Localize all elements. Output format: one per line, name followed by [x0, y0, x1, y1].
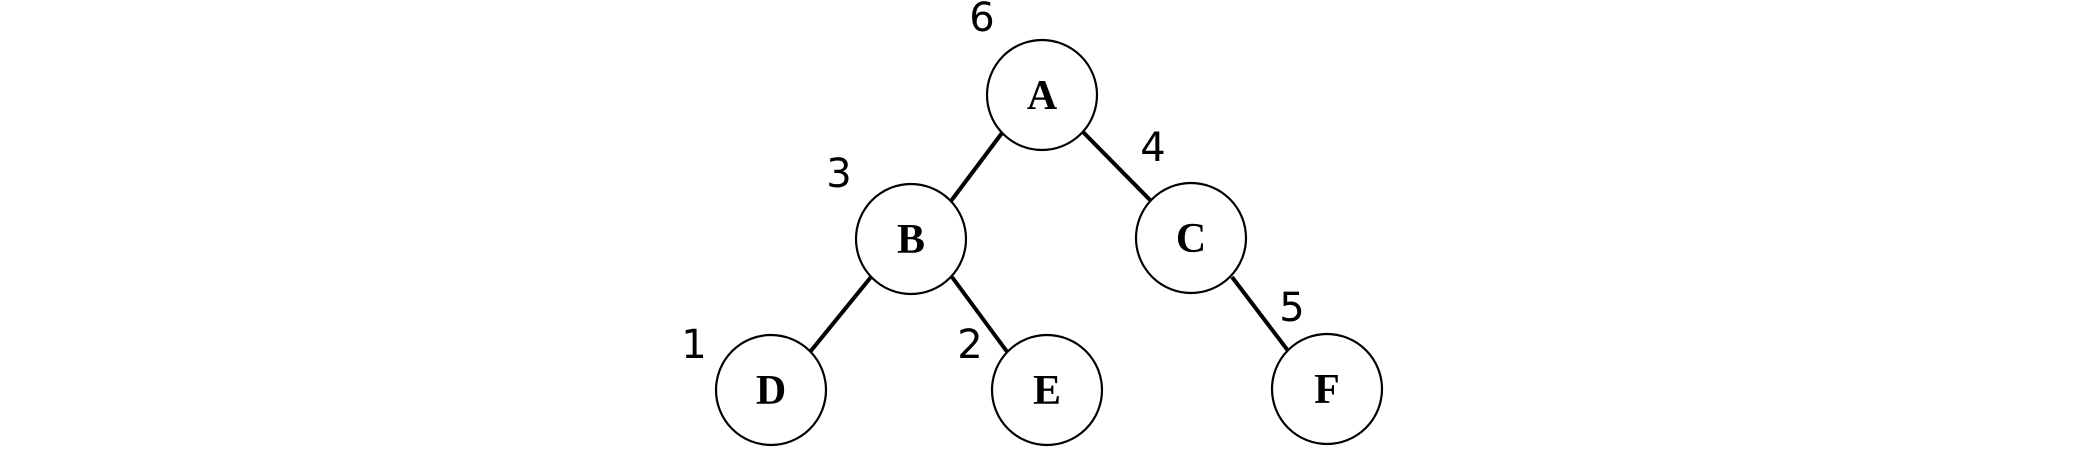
- tree-node-e[interactable]: E: [990, 333, 1104, 447]
- node-circle-c[interactable]: [1134, 181, 1248, 295]
- tree-node-a[interactable]: A: [985, 38, 1099, 152]
- node-label-e: E: [1033, 368, 1061, 414]
- edge-line-b-e: [950, 275, 1010, 355]
- node-circle-d[interactable]: [714, 333, 828, 447]
- edge-line-b-d: [808, 275, 873, 354]
- edge-line-c-f: [1230, 275, 1291, 354]
- edges-group: [808, 130, 1291, 355]
- edge-weight-b: 3: [826, 151, 851, 197]
- edge-weight-b-d: 1: [681, 322, 706, 368]
- node-label-c: C: [1176, 216, 1206, 262]
- edge-line-a-c: [1081, 130, 1154, 204]
- edge-weights-group: 6 3 4 1 2 5: [681, 0, 1304, 368]
- tree-node-b[interactable]: B: [854, 182, 968, 296]
- tree-node-d[interactable]: D: [714, 333, 828, 447]
- tree-node-f[interactable]: F: [1270, 332, 1384, 446]
- nodes-group: A B C D E F: [714, 38, 1384, 447]
- node-label-a: A: [1027, 73, 1058, 119]
- node-label-f: F: [1314, 367, 1340, 413]
- node-label-b: B: [897, 217, 925, 263]
- tree-node-c[interactable]: C: [1134, 181, 1248, 295]
- node-label-d: D: [756, 368, 786, 414]
- edge-weight-a-b: 6: [969, 0, 994, 41]
- edge-weight-a-c: 4: [1140, 125, 1165, 171]
- node-circle-e[interactable]: [990, 333, 1104, 447]
- edge-weight-b-e: 2: [957, 322, 982, 368]
- edge-weight-c-f: 5: [1279, 285, 1304, 331]
- node-circle-a[interactable]: [985, 38, 1099, 152]
- node-circle-f[interactable]: [1270, 332, 1384, 446]
- edge-line-a-b: [949, 131, 1004, 203]
- node-circle-b[interactable]: [854, 182, 968, 296]
